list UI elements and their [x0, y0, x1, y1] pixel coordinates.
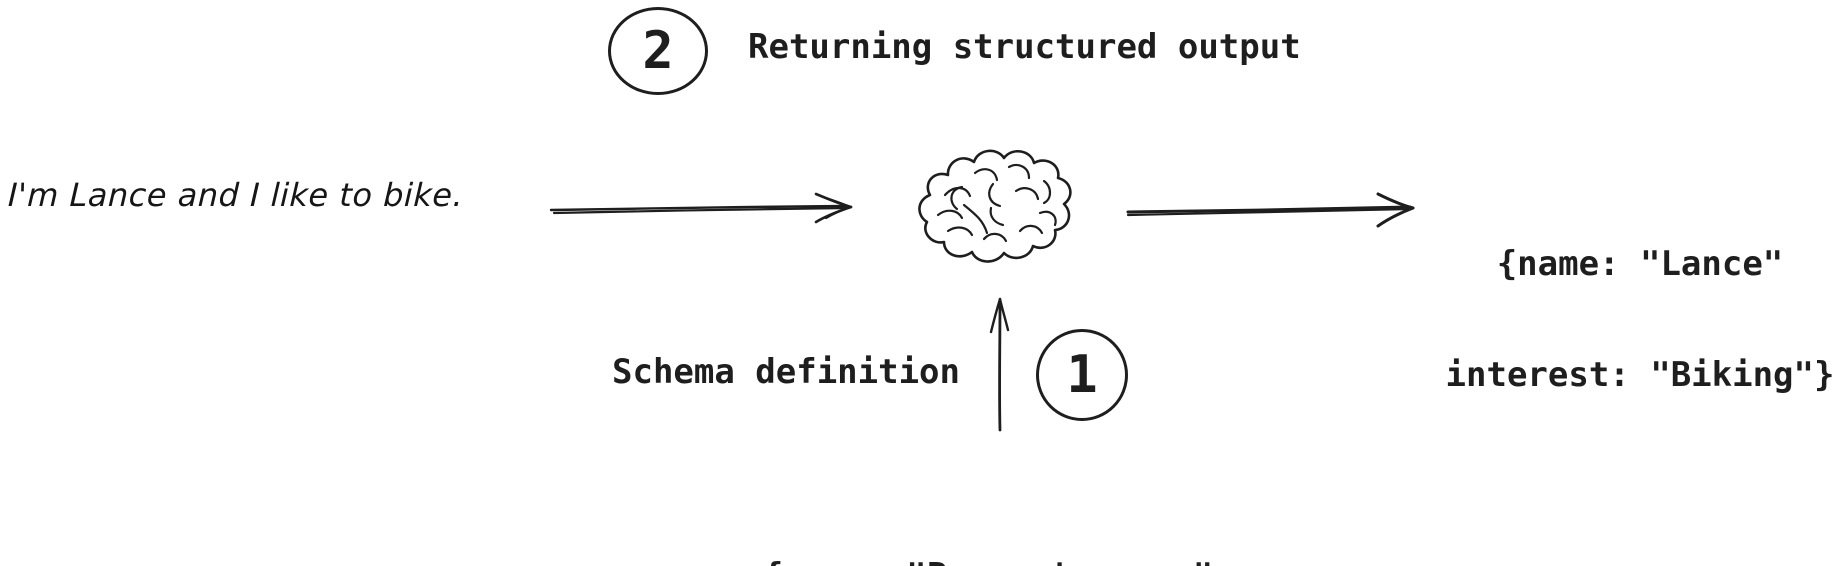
output-json-line-1: {name: "Lance": [1496, 244, 1784, 284]
brain-icon: [918, 149, 1072, 263]
input-arrow-icon: [549, 192, 853, 224]
step-2-label: Returning structured output: [748, 27, 1301, 67]
schema-label: Schema definition: [612, 352, 960, 392]
output-json-text: {name: "Lance" interest: "Biking"}: [1445, 172, 1835, 468]
output-arrow-icon: [1126, 192, 1415, 228]
step-1-number: 1: [1066, 345, 1098, 405]
input-text: I'm Lance and I like to bike.: [7, 176, 464, 214]
step-2-badge: 2: [608, 7, 708, 95]
output-json-line-2: interest: "Biking"}: [1445, 355, 1835, 395]
step-2-number: 2: [642, 21, 674, 81]
schema-arrow-icon: [989, 297, 1010, 432]
schema-json-line-1: {name: "Person's name": [613, 558, 1363, 566]
step-1-badge: 1: [1036, 329, 1128, 421]
schema-json-text: {name: "Person's name" interest: "Person…: [613, 484, 1363, 566]
